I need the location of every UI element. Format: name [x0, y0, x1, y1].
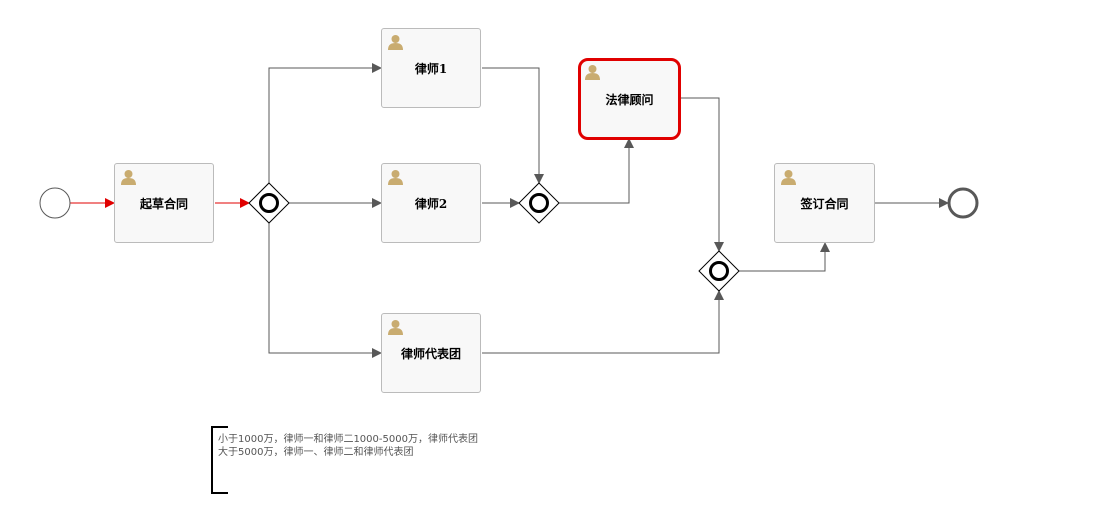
task-label: 律师代表团 [400, 346, 461, 361]
inclusive-gateway-join-1[interactable] [518, 182, 560, 224]
user-icon [781, 170, 796, 185]
user-icon [388, 170, 403, 185]
flow-legal-advisor-to-join-2 [681, 97, 724, 252]
text-annotation[interactable]: 小于1000万，律师一和律师二1000-5000万，律师代表团大于5000万，律… [211, 426, 481, 494]
user-icon [388, 35, 403, 50]
inclusive-gateway-join-2[interactable] [698, 250, 740, 292]
flow-lawyer-1-to-join-1 [482, 67, 544, 184]
flow-split-to-lawyer-1 [268, 63, 382, 183]
annotation-bracket [211, 426, 228, 494]
task-lawyer-1[interactable]: 律师1 [381, 28, 481, 108]
flow-split-to-lawyer-team [268, 223, 382, 358]
task-label: 律师2 [414, 196, 448, 211]
task-label: 法律顾问 [605, 92, 654, 107]
flow-join-2-to-sign [739, 242, 830, 272]
task-legal-advisor[interactable]: 法律顾问 [578, 58, 681, 140]
inclusive-gateway-split[interactable] [248, 182, 290, 224]
user-icon [121, 170, 136, 185]
user-icon [388, 320, 403, 335]
task-lawyer-2[interactable]: 律师2 [381, 163, 481, 243]
flow-join-1-to-legal-advisor [559, 138, 634, 204]
task-label: 律师1 [414, 61, 448, 76]
task-label: 起草合同 [139, 196, 188, 211]
task-lawyer-team[interactable]: 律师代表团 [381, 313, 481, 393]
flow-lawyer-team-to-join-2 [482, 290, 724, 354]
task-label: 签订合同 [800, 196, 849, 211]
task-sign-contract[interactable]: 签订合同 [774, 163, 875, 243]
task-draft-contract[interactable]: 起草合同 [114, 163, 214, 243]
user-icon [585, 65, 600, 80]
start-event[interactable] [39, 187, 71, 219]
end-event[interactable] [947, 187, 979, 219]
annotation-text: 小于1000万，律师一和律师二1000-5000万，律师代表团大于5000万，律… [218, 434, 478, 458]
